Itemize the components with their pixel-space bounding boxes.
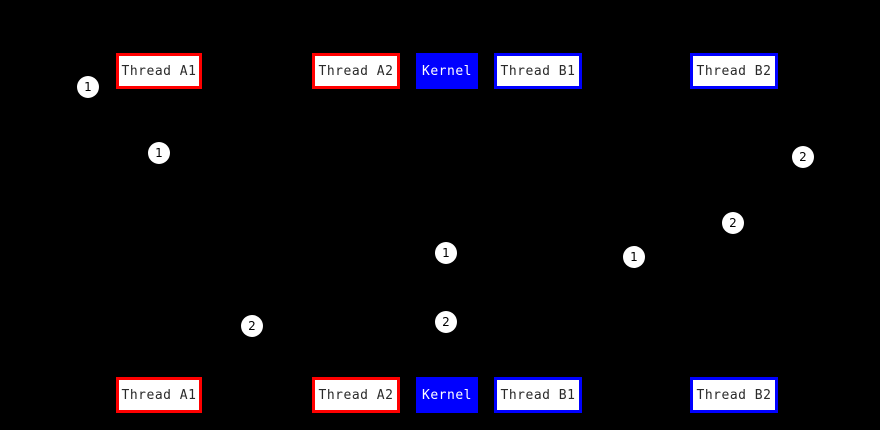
participant-box-kernel[interactable]: Kernel: [416, 53, 478, 89]
participant-label: Kernel: [422, 387, 472, 403]
sequence-number-label: 1: [630, 250, 638, 264]
lifeline-thread-a1: [158, 89, 160, 377]
sequence-number-badge: 2: [792, 146, 814, 168]
sequence-number-label: 1: [442, 246, 450, 260]
sequence-number-badge: 1: [435, 242, 457, 264]
participant-box-kernel[interactable]: Kernel: [416, 377, 478, 413]
participant-box-thread-b2[interactable]: Thread B2: [690, 53, 778, 89]
sequence-number-badge: 1: [148, 142, 170, 164]
participant-box-thread-b1[interactable]: Thread B1: [494, 53, 582, 89]
sequence-number-label: 2: [799, 150, 807, 164]
message-arrow: [159, 300, 447, 302]
sequence-number-label: 2: [729, 216, 737, 230]
lifeline-thread-b1: [537, 89, 539, 377]
sequence-number-badge: 1: [623, 246, 645, 268]
message-arrow: [159, 130, 356, 132]
sequence-number-label: 1: [155, 146, 163, 160]
participant-label: Thread B1: [500, 387, 576, 403]
message-arrow: [538, 200, 734, 202]
participant-label: Thread B2: [696, 387, 772, 403]
participant-label: Thread B2: [696, 63, 772, 79]
sequence-number-badge: 2: [241, 315, 263, 337]
sequence-number-badge: 1: [77, 76, 99, 98]
participant-box-thread-a1[interactable]: Thread A1: [116, 377, 202, 413]
participant-label: Thread A2: [318, 387, 394, 403]
participant-label: Thread A1: [121, 63, 197, 79]
participant-box-thread-b2[interactable]: Thread B2: [690, 377, 778, 413]
message-arrow: [447, 257, 538, 259]
message-arrow: [356, 322, 447, 324]
lifeline-kernel: [446, 89, 448, 377]
lifeline-thread-a2: [355, 89, 357, 377]
sequence-number-label: 2: [248, 319, 256, 333]
participant-label: Kernel: [422, 63, 472, 79]
participant-box-thread-a2[interactable]: Thread A2: [312, 377, 400, 413]
participant-label: Thread A2: [318, 63, 394, 79]
message-arrow: [356, 253, 447, 255]
participant-box-thread-b1[interactable]: Thread B1: [494, 377, 582, 413]
participant-box-thread-a2[interactable]: Thread A2: [312, 53, 400, 89]
participant-label: Thread A1: [121, 387, 197, 403]
sequence-number-badge: 2: [435, 311, 457, 333]
sequence-number-label: 2: [442, 315, 450, 329]
sequence-number-label: 1: [84, 80, 92, 94]
sequence-number-badge: 2: [722, 212, 744, 234]
participant-label: Thread B1: [500, 63, 576, 79]
participant-box-thread-a1[interactable]: Thread A1: [116, 53, 202, 89]
